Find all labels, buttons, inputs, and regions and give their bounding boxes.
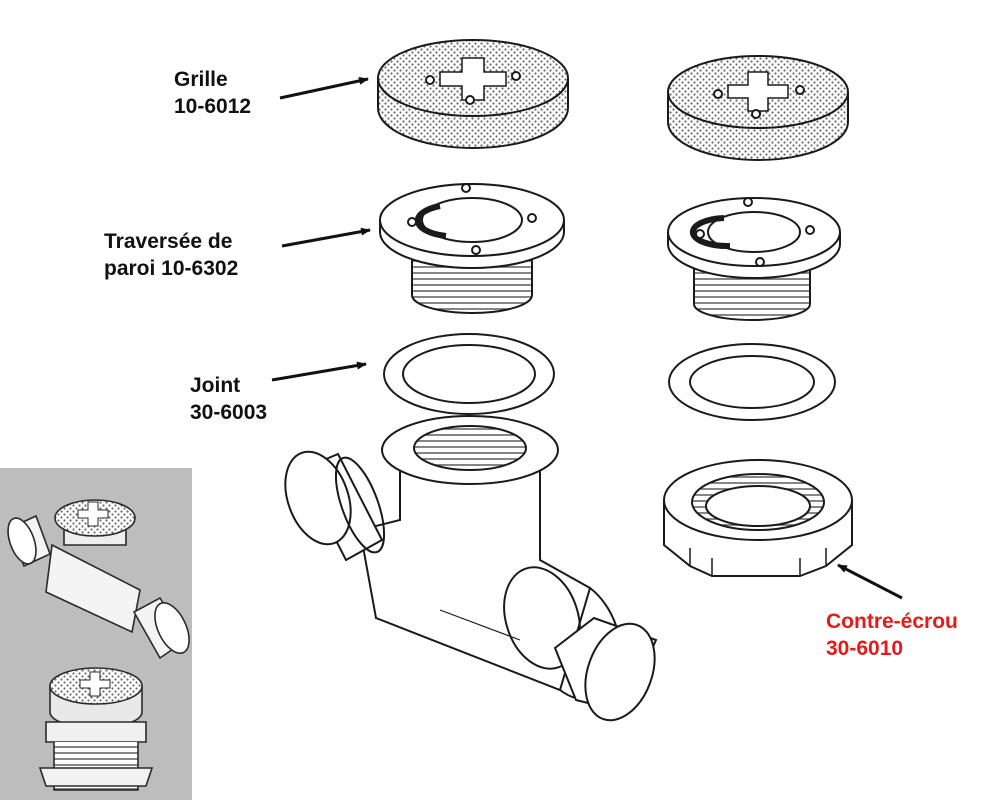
wall-fitting-part-left <box>379 183 565 314</box>
label-grille: Grille 10-6012 <box>174 66 251 120</box>
label-grille-name: Grille <box>174 68 228 91</box>
grille-part-right <box>667 55 849 161</box>
gasket-part-right <box>668 343 836 421</box>
locknut-part <box>663 459 853 577</box>
label-wall-fitting-name: Traversée de <box>104 230 233 253</box>
label-grille-code: 10-6012 <box>174 95 252 118</box>
right-end-cap-part <box>553 616 658 722</box>
label-wall-fitting: Traversée de paroi 10-6302 <box>104 228 238 282</box>
label-gasket-name: Joint <box>190 374 241 397</box>
label-locknut-name: Contre-écrou <box>826 610 958 633</box>
label-gasket-code: 30-6003 <box>190 401 268 424</box>
arrow-grille <box>279 76 369 100</box>
arrow-wall-fitting <box>281 227 371 248</box>
grille-part-left <box>377 39 569 149</box>
arrow-locknut <box>837 563 903 600</box>
assembly-inset-photo <box>0 468 192 800</box>
label-locknut-code: 30-6010 <box>826 637 904 660</box>
tee-body-part <box>358 415 622 701</box>
label-locknut: Contre-écrou 30-6010 <box>826 608 958 662</box>
label-wall-fitting-code: paroi 10-6302 <box>104 257 239 280</box>
arrow-gasket <box>271 361 367 382</box>
label-gasket: Joint 30-6003 <box>190 372 267 426</box>
left-end-cap-part <box>284 450 386 562</box>
wall-fitting-part-right <box>667 197 841 321</box>
gasket-part-left <box>383 333 555 415</box>
